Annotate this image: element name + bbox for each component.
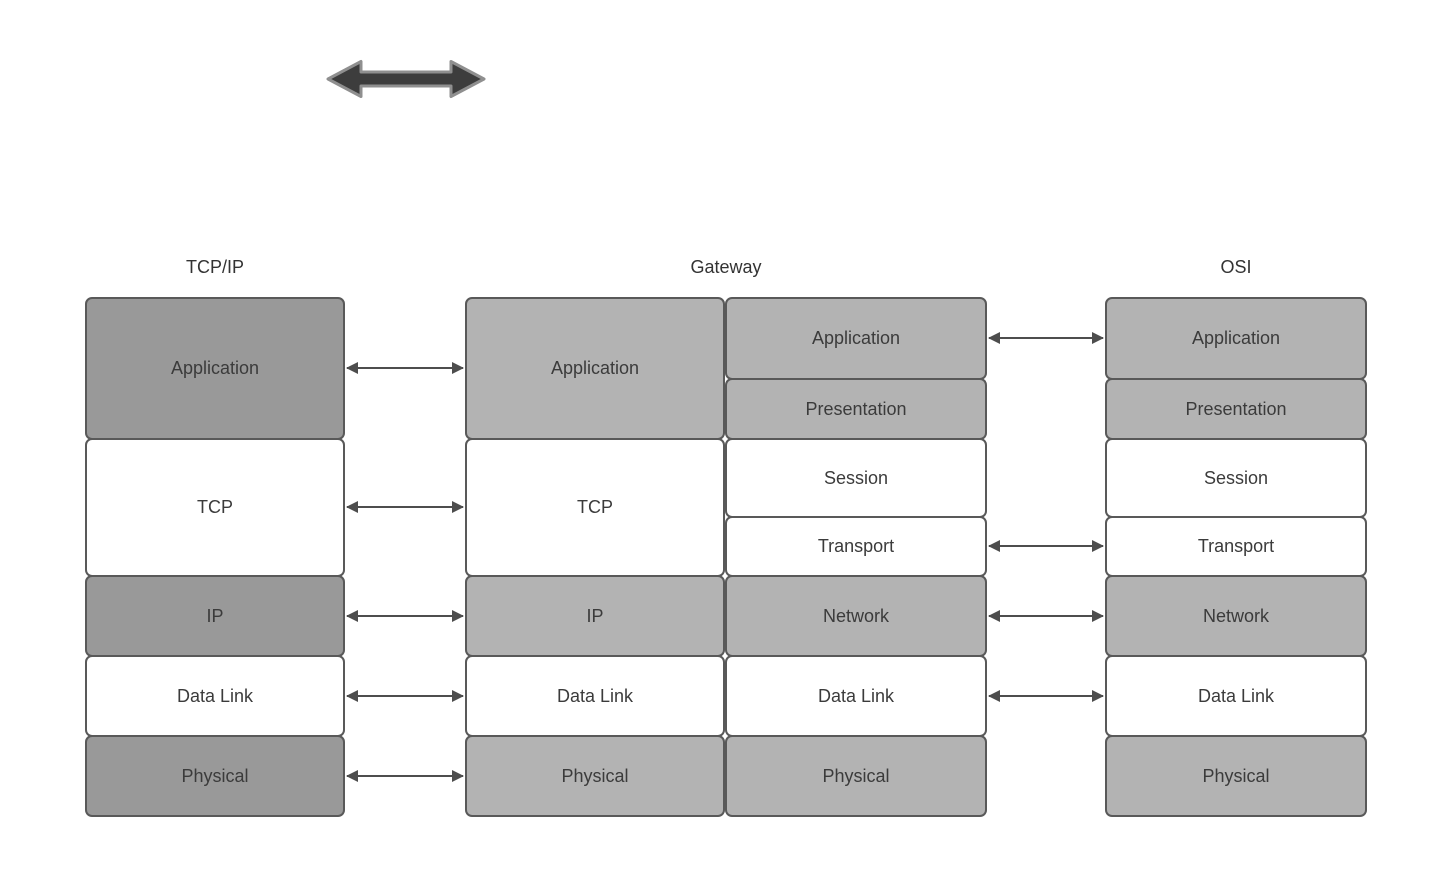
gateway-right-layer-network: Network xyxy=(725,575,987,657)
layer-label: Transport xyxy=(817,536,895,556)
gateway-left-layer-tcp: TCP xyxy=(465,438,725,577)
arrow-tcpip-gateway-ip xyxy=(346,610,464,622)
gateway-left-layer-ip: IP xyxy=(465,575,725,657)
layer-label: TCP xyxy=(577,497,613,517)
arrow-gateway-osi-network xyxy=(988,610,1104,622)
arrow-gateway-osi-application xyxy=(988,332,1104,344)
arrow-tcpip-gateway-tcp xyxy=(346,501,464,513)
tcpip-layer-data-link: Data Link xyxy=(85,655,345,737)
layer-label: Presentation xyxy=(805,398,907,419)
layer-label: Application xyxy=(550,358,640,378)
gateway-right-layer-session: Session xyxy=(725,438,987,518)
gateway-right-layer-data-link: Data Link xyxy=(725,655,987,737)
osi-layer-application: Application xyxy=(1105,297,1367,380)
gateway-left-stack: Application TCP IP Data Link Physical xyxy=(465,297,725,817)
tcpip-column-header: TCP/IP xyxy=(185,257,244,277)
layer-label: Application xyxy=(170,358,260,378)
arrow-tcpip-gateway-application xyxy=(346,362,464,374)
arrow-gateway-osi-transport xyxy=(988,540,1104,552)
tcpip-layer-physical: Physical xyxy=(85,735,345,817)
layer-label: Application xyxy=(811,328,901,348)
arrow-gateway-osi-data-link xyxy=(988,690,1104,702)
layer-label: Physical xyxy=(181,765,249,786)
layer-label: Data Link xyxy=(556,685,634,706)
gateway-right-layer-application: Application xyxy=(725,297,987,380)
layer-label: Transport xyxy=(1197,536,1275,556)
gateway-column-header: Gateway xyxy=(690,257,762,277)
gateway-left-layer-application: Application xyxy=(465,297,725,440)
layer-label: TCP xyxy=(197,497,233,517)
arrow-tcpip-gateway-data-link xyxy=(346,690,464,702)
gateway-right-stack: Application Presentation Session Transpo… xyxy=(725,297,987,817)
osi-layer-transport: Transport xyxy=(1105,516,1367,577)
osi-layer-network: Network xyxy=(1105,575,1367,657)
gateway-left-layer-physical: Physical xyxy=(465,735,725,817)
tcpip-layer-application: Application xyxy=(85,297,345,440)
layer-label: Physical xyxy=(561,765,629,786)
layer-label: Physical xyxy=(1202,765,1270,786)
gateway-right-layer-transport: Transport xyxy=(725,516,987,577)
layer-label: Network xyxy=(822,605,889,626)
osi-stack: Application Presentation Session Transpo… xyxy=(1105,297,1367,817)
gateway-right-layer-physical: Physical xyxy=(725,735,987,817)
layer-label: Data Link xyxy=(176,685,254,706)
gateway-right-layer-presentation: Presentation xyxy=(725,378,987,440)
layer-label: Network xyxy=(1202,605,1269,626)
tcpip-layer-ip: IP xyxy=(85,575,345,657)
double-headed-arrow-shape xyxy=(326,60,486,98)
layer-label: Presentation xyxy=(1185,398,1287,419)
tcpip-stack: Application TCP IP Data Link Physical xyxy=(85,297,345,817)
arrow-tcpip-gateway-physical xyxy=(346,770,464,782)
layer-label: IP xyxy=(586,605,604,626)
layer-label: IP xyxy=(206,605,224,626)
gateway-left-layer-data-link: Data Link xyxy=(465,655,725,737)
layer-label: Data Link xyxy=(817,685,895,706)
osi-layer-presentation: Presentation xyxy=(1105,378,1367,440)
tcpip-layer-tcp: TCP xyxy=(85,438,345,577)
osi-layer-data-link: Data Link xyxy=(1105,655,1367,737)
osi-column-header: OSI xyxy=(1220,257,1252,277)
layer-label: Data Link xyxy=(1197,685,1275,706)
layer-label: Session xyxy=(823,467,889,488)
osi-layer-physical: Physical xyxy=(1105,735,1367,817)
layer-label: Application xyxy=(1191,328,1281,348)
layer-label: Physical xyxy=(822,765,890,786)
layer-label: Session xyxy=(1203,467,1269,488)
osi-layer-session: Session xyxy=(1105,438,1367,518)
